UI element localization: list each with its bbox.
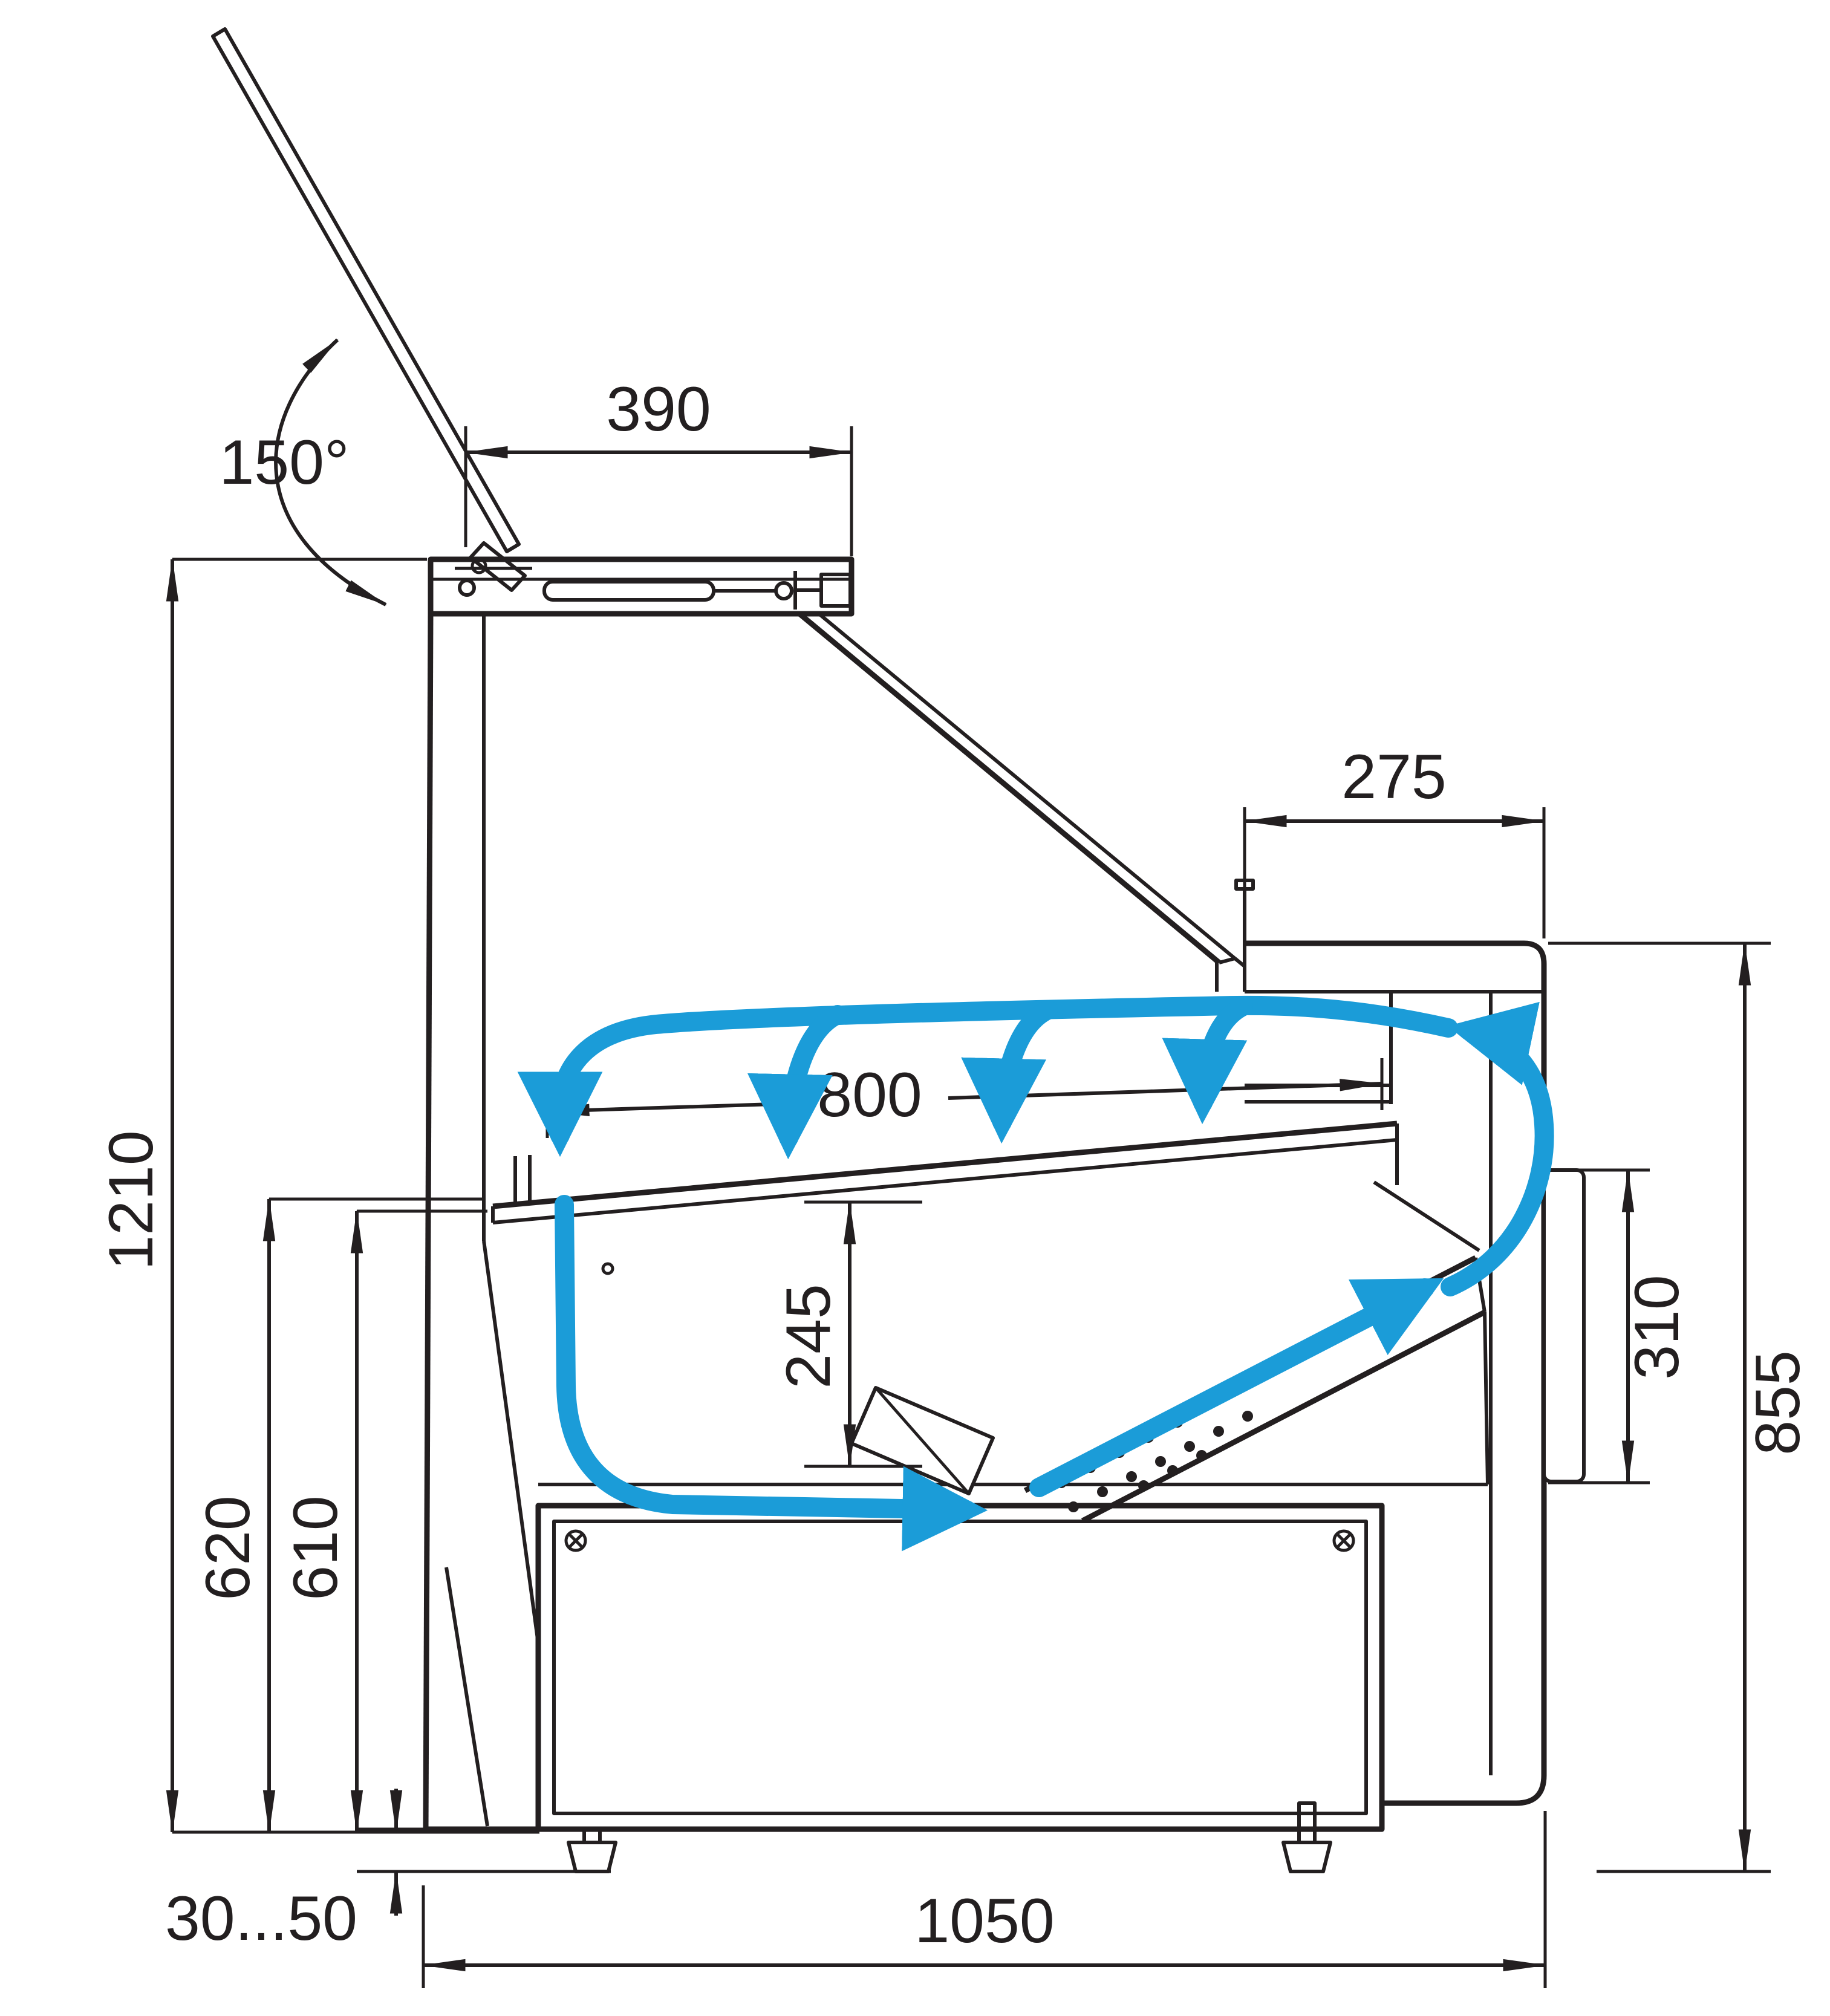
dim-label-panel-height-310: 310 <box>1622 1275 1692 1380</box>
dim-label-rear-height-610: 610 <box>281 1495 351 1601</box>
dimension-inner-height-245: 245 <box>773 1200 922 1468</box>
airflow-right-riser <box>1441 1001 1554 1296</box>
front-counter <box>1215 879 1586 1806</box>
dim-label-rear-height-620: 620 <box>193 1495 263 1601</box>
airflow-arrows <box>517 995 1554 1552</box>
dim-label-overall-height: 1210 <box>96 1130 166 1270</box>
canopy-assembly <box>428 556 855 617</box>
dim-label-base-depth: 1050 <box>914 1886 1054 1956</box>
dimension-overall-height: 1210 <box>96 558 539 1834</box>
dimension-front-height-855: 855 <box>1548 941 1813 1873</box>
airflow-duct-stream <box>1029 1278 1444 1497</box>
bolt <box>1332 1529 1355 1552</box>
dimension-rear-height-610: 610 <box>281 1209 487 1834</box>
dimension-rear-height-620: 620 <box>193 1197 485 1834</box>
dim-label-foot-adjust: 30...50 <box>165 1884 357 1954</box>
dimension-display-depth: 800 <box>545 1058 1384 1138</box>
airflow-branch-2 <box>961 1000 1058 1144</box>
front-glass <box>798 611 1246 968</box>
dim-label-counter-depth: 275 <box>1341 742 1447 812</box>
bolt <box>564 1529 587 1552</box>
airflow-branch-1 <box>747 1005 847 1160</box>
dimension-lid-angle: 150° <box>219 338 388 606</box>
airflow-bottom-return <box>555 1195 988 1552</box>
front-kick-panel <box>1542 1168 1586 1483</box>
dim-label-lid-angle: 150° <box>219 428 349 498</box>
dim-label-display-depth: 800 <box>817 1060 922 1130</box>
airflow-branch-3 <box>1162 997 1253 1125</box>
display-deck <box>491 1120 1399 1224</box>
adjustable-feet <box>567 1801 1332 1873</box>
open-glass-lid <box>211 27 527 592</box>
dim-label-inner-height-245: 245 <box>773 1284 844 1389</box>
dim-label-front-height-855: 855 <box>1743 1350 1813 1455</box>
dimension-panel-height-310: 310 <box>1548 1168 1692 1484</box>
dimension-canopy-width: 390 <box>464 374 853 556</box>
dim-label-canopy-width: 390 <box>606 374 711 444</box>
machine-compartment <box>538 1180 1490 1523</box>
dimension-foot-adjust: 30...50 <box>165 1789 611 1954</box>
airflow-top-stream <box>517 995 1458 1157</box>
dimension-counter-depth: 275 <box>1243 742 1546 938</box>
dimension-base-depth: 1050 <box>422 1811 1547 1988</box>
base-plinth <box>535 1503 1385 1832</box>
